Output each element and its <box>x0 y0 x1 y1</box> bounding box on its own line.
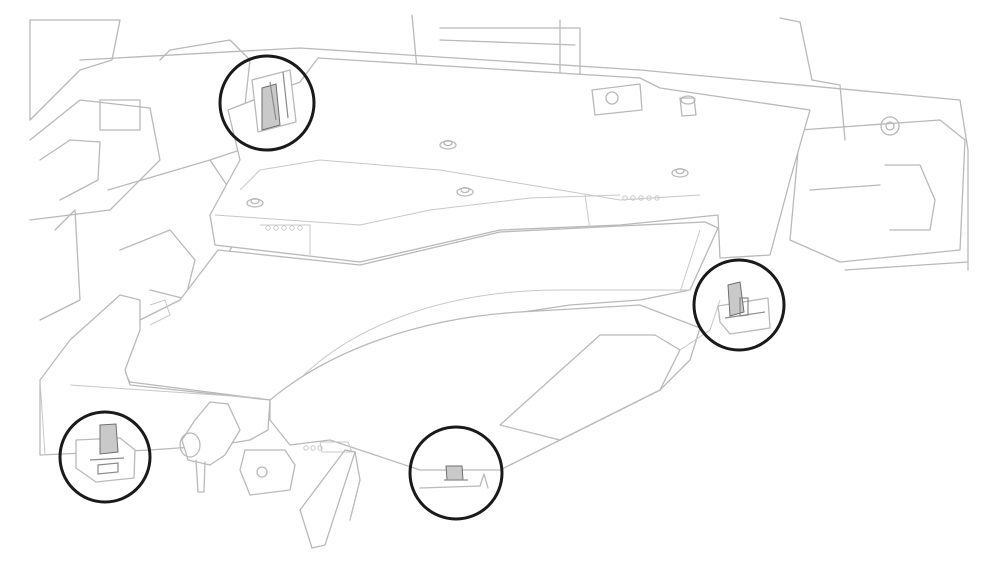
support-fin <box>299 449 361 549</box>
chassis-frame <box>29 14 969 321</box>
vent-holes-upper-right <box>622 195 660 201</box>
callout-markers <box>58 54 786 521</box>
lower-duct-section <box>269 299 721 471</box>
callout-circle-left <box>58 410 152 504</box>
clip-bottom-center <box>419 465 489 489</box>
pivot-knob <box>179 401 241 493</box>
vent-holes-upper-left <box>265 225 303 231</box>
clip-left <box>75 423 136 483</box>
upper-tray-panel <box>209 57 811 263</box>
mounting-bracket <box>591 83 697 117</box>
clip-top-left <box>251 69 297 133</box>
bottom-mount-tab <box>239 449 296 496</box>
callout-circle-right <box>692 258 786 352</box>
callout-circle-bottom-center <box>408 425 504 521</box>
callout-circle-top-left <box>218 54 316 152</box>
clip-right <box>717 281 771 335</box>
